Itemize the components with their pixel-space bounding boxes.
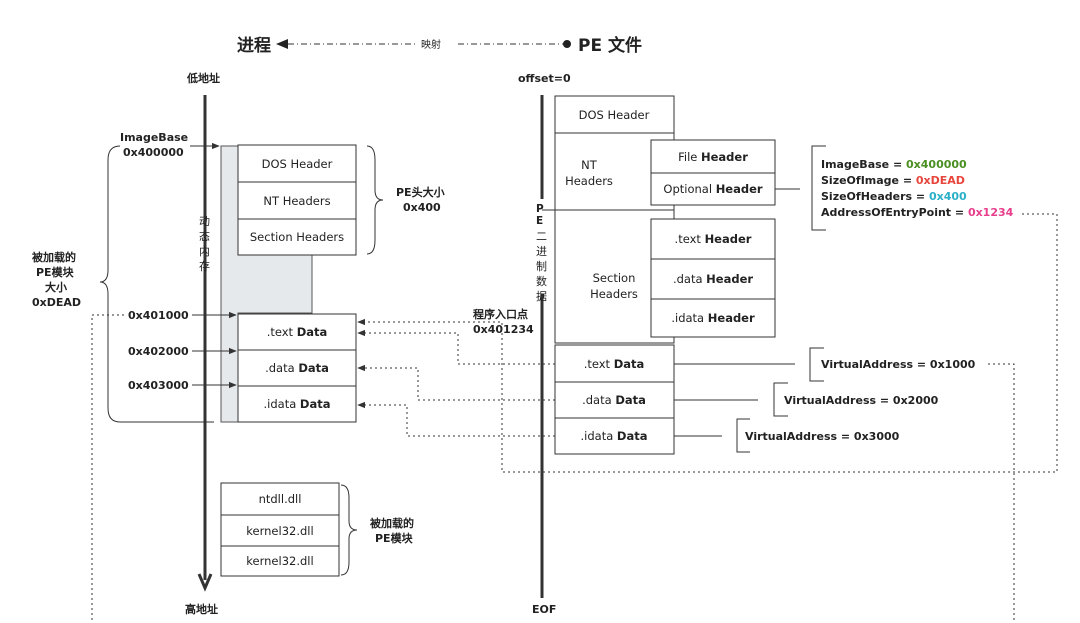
dll-box-1 bbox=[220, 514, 340, 547]
header-pe-title: PE 文件 bbox=[578, 35, 642, 56]
dll-label-0: ntdll.dll bbox=[259, 492, 302, 506]
pe-idata-header-label: .idata Header bbox=[671, 311, 755, 325]
pe-data-header-box bbox=[650, 258, 776, 300]
pe-binary-char-0: P bbox=[536, 203, 544, 215]
loaded-module-label-0: 被加载的 bbox=[32, 250, 76, 264]
dll-box-2 bbox=[220, 545, 340, 577]
pe-idata-data-label: .idata Data bbox=[581, 429, 648, 443]
pe-offset-label: offset=0 bbox=[518, 72, 571, 85]
text-section-address: 0x401000 bbox=[128, 309, 189, 322]
idata-data-map-connector bbox=[357, 401, 555, 437]
pe-optional-header-label: Optional Header bbox=[663, 182, 762, 196]
loaded-module-size-value: 0xDEAD bbox=[32, 296, 81, 309]
pe-binary-char-6: 据 bbox=[536, 289, 547, 303]
high-address-label: 高地址 bbox=[185, 602, 218, 616]
pe-section-headers-label-1: Headers bbox=[590, 287, 638, 301]
pe-binary-char-5: 数 bbox=[536, 275, 547, 288]
process-nt-headers-label: NT Headers bbox=[263, 194, 330, 208]
va-idata-label: VirtualAddress = 0x3000 bbox=[745, 430, 900, 443]
process-idata-data-box bbox=[237, 385, 357, 423]
dll-box-0 bbox=[220, 482, 340, 516]
va-text-label: VirtualAddress = 0x1000 bbox=[821, 358, 976, 371]
pe-binary-char-2: 二 bbox=[536, 230, 547, 243]
low-address-label: 低地址 bbox=[186, 71, 220, 85]
dynamic-memory-char-1: 态 bbox=[199, 230, 210, 243]
image-base-value: 0x400000 bbox=[123, 146, 184, 159]
dll-label-2: kernel32.dll bbox=[246, 554, 313, 568]
pe-nt-headers-label-1: Headers bbox=[565, 174, 613, 188]
process-data-data-label: .data Data bbox=[265, 361, 329, 375]
mapping-arrow bbox=[276, 39, 571, 49]
va-data-bracket bbox=[674, 382, 788, 417]
pe-header-size-value: 0x400 bbox=[403, 201, 441, 214]
dynamic-memory-char-0: 动 bbox=[199, 215, 210, 228]
pe-dos-header-label: DOS Header bbox=[579, 108, 650, 122]
optional-fields-bracket bbox=[775, 145, 826, 231]
dll-brace bbox=[340, 484, 358, 576]
opt-field-image-base: ImageBase = 0x400000 bbox=[821, 158, 967, 171]
va-idata-bracket bbox=[674, 418, 750, 453]
pe-file-header-box bbox=[650, 139, 776, 174]
process-dos-header-label: DOS Header bbox=[262, 157, 333, 171]
mapping-arrow-label: 映射 bbox=[421, 39, 441, 51]
dynamic-memory-char-3: 存 bbox=[199, 259, 210, 273]
data-data-map-connector bbox=[357, 364, 555, 401]
dll-label-line-1: PE模块 bbox=[375, 531, 414, 545]
image-base-label: ImageBase bbox=[120, 131, 188, 144]
va-text-bracket bbox=[674, 347, 824, 382]
header-process-title: 进程 bbox=[237, 36, 271, 56]
text-data-map-connector bbox=[357, 329, 555, 365]
dynamic-memory-char-2: 内 bbox=[199, 244, 210, 258]
dll-label-line-0: 被加载的 bbox=[370, 516, 414, 530]
pe-binary-char-4: 制 bbox=[536, 260, 547, 273]
opt-field-entry-point: AddressOfEntryPoint = 0x1234 bbox=[821, 206, 1014, 219]
opt-field-size-of-image: SizeOfImage = 0xDEAD bbox=[821, 174, 965, 187]
section-address-down-connector bbox=[91, 314, 124, 623]
pe-binary-char-1: E bbox=[536, 215, 543, 227]
idata-section-address: 0x403000 bbox=[128, 379, 189, 392]
dll-label-1: kernel32.dll bbox=[246, 524, 313, 538]
process-idata-data-label: .idata Data bbox=[264, 397, 331, 411]
entry-point-label: 程序入口点 bbox=[473, 307, 528, 321]
pe-idata-header-box bbox=[650, 298, 776, 338]
pe-idata-data-box bbox=[554, 417, 675, 455]
pe-header-size-label: PE头大小 bbox=[396, 185, 445, 199]
data-section-address: 0x402000 bbox=[128, 345, 189, 358]
opt-field-size-of-headers: SizeOfHeaders = 0x400 bbox=[821, 190, 967, 203]
loaded-module-label-1: PE模块 bbox=[36, 265, 75, 279]
pe-data-header-label: .data Header bbox=[673, 272, 753, 286]
process-section-headers-box bbox=[237, 218, 357, 256]
pe-header-size-brace bbox=[366, 145, 384, 255]
pe-binary-char-3: 进 bbox=[536, 245, 547, 258]
virtual-address-down-connector bbox=[988, 363, 1015, 623]
process-dos-header-box bbox=[237, 144, 357, 183]
loaded-module-size-brace bbox=[99, 145, 214, 423]
pe-section-headers-label-0: Section bbox=[593, 271, 636, 285]
pe-text-header-label: .text Header bbox=[675, 232, 752, 246]
pe-optional-header-box bbox=[650, 172, 776, 206]
pe-dos-header-box bbox=[554, 95, 675, 134]
pe-text-header-box bbox=[650, 218, 776, 260]
pe-text-data-label: .text Data bbox=[584, 357, 645, 371]
entry-point-connector bbox=[357, 213, 1058, 473]
entry-point-value: 0x401234 bbox=[473, 323, 534, 336]
pe-data-data-label: .data Data bbox=[582, 393, 646, 407]
process-text-data-label: .text Data bbox=[267, 325, 328, 339]
pe-eof-label: EOF bbox=[532, 603, 556, 616]
loaded-module-label-2: 大小 bbox=[45, 280, 67, 294]
pe-file-header-label: File Header bbox=[678, 150, 748, 164]
process-axis-arrowhead bbox=[197, 573, 213, 592]
pe-binary-label-bg bbox=[535, 199, 549, 294]
process-section-headers-label: Section Headers bbox=[250, 230, 344, 244]
pe-nt-headers-label-0: NT bbox=[581, 158, 598, 172]
va-data-label: VirtualAddress = 0x2000 bbox=[784, 394, 939, 407]
